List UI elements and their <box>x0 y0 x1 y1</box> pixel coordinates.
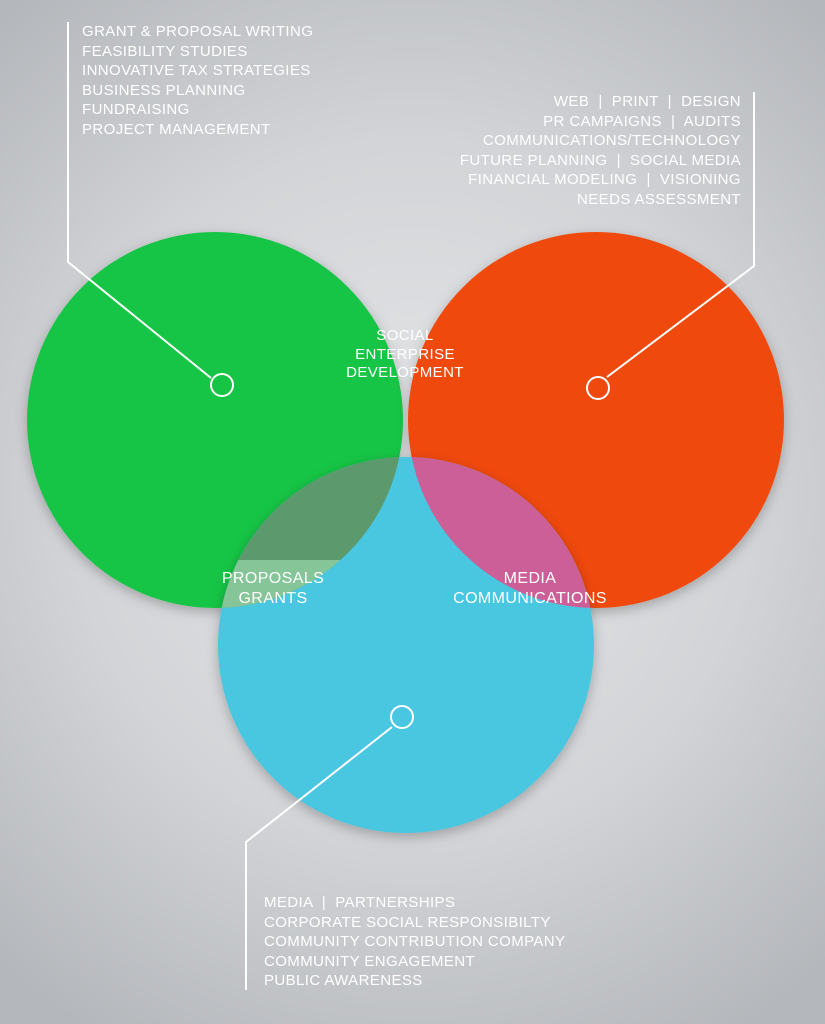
ring-marker-green <box>210 373 234 397</box>
list-item: COMMUNICATIONS/TECHNOLOGY <box>482 132 741 150</box>
label-line: GRANTS <box>238 590 308 607</box>
label-line: DEVELOPMENT <box>346 364 464 381</box>
connector-line-green <box>67 22 212 379</box>
ring-marker-red <box>586 376 610 400</box>
overlap-red-blue <box>408 457 594 608</box>
list-item: PUBLIC AWARENESS <box>264 972 423 990</box>
label-line: COMMUNICATIONS <box>453 590 607 607</box>
list-item: MEDIA | PARTNERSHIPS <box>264 894 456 911</box>
list-item: WEB | PRINT | DESIGN <box>553 93 741 110</box>
list-item: BUSINESS PLANNING <box>82 81 246 99</box>
list-item: COMMUNITY ENGAGEMENT <box>264 952 476 970</box>
list-item: PR CAMPAIGNS | AUDITS <box>543 112 741 130</box>
list-item: INNOVATIVE TAX STRATEGIES <box>82 62 311 80</box>
list-item: FEASIBILITY STUDIES <box>82 42 248 60</box>
green-services-list: GRANT & PROPOSAL WRITING FEASIBILITY STU… <box>82 22 313 140</box>
list-item: NEEDS ASSESSMENT <box>577 190 741 208</box>
list-item: COMMUNITY CONTRIBUTION COMPANY <box>264 933 566 951</box>
label-line: MEDIA <box>503 570 557 587</box>
label-line: SOCIAL <box>376 327 434 344</box>
overlap-green-blue <box>218 457 403 608</box>
label-line: PROPOSALS <box>221 570 325 587</box>
red-services-list: WEB | PRINT | DESIGN PR CAMPAIGNS | AUDI… <box>460 92 741 210</box>
list-item: FINANCIAL MODELING | VISIONING <box>468 171 741 189</box>
list-item: GRANT & PROPOSAL WRITING <box>82 23 314 40</box>
connector-line-blue <box>245 726 393 990</box>
ring-marker-blue <box>390 705 414 729</box>
connector-line-red <box>606 92 755 378</box>
media-communications-label: MEDIA COMMUNICATIONS <box>453 569 607 609</box>
list-item: PROJECT MANAGEMENT <box>82 120 271 138</box>
social-enterprise-label: SOCIAL ENTERPRISE DEVELOPMENT <box>346 327 464 383</box>
list-item: CORPORATE SOCIAL RESPONSIBILTY <box>264 913 551 931</box>
blue-services-list: MEDIA | PARTNERSHIPS CORPORATE SOCIAL RE… <box>264 893 565 991</box>
list-item: FUTURE PLANNING | SOCIAL MEDIA <box>459 151 741 169</box>
proposals-grants-label: PROPOSALS GRANTS <box>222 569 324 609</box>
label-line: ENTERPRISE <box>355 345 455 363</box>
list-item: FUNDRAISING <box>82 101 190 119</box>
